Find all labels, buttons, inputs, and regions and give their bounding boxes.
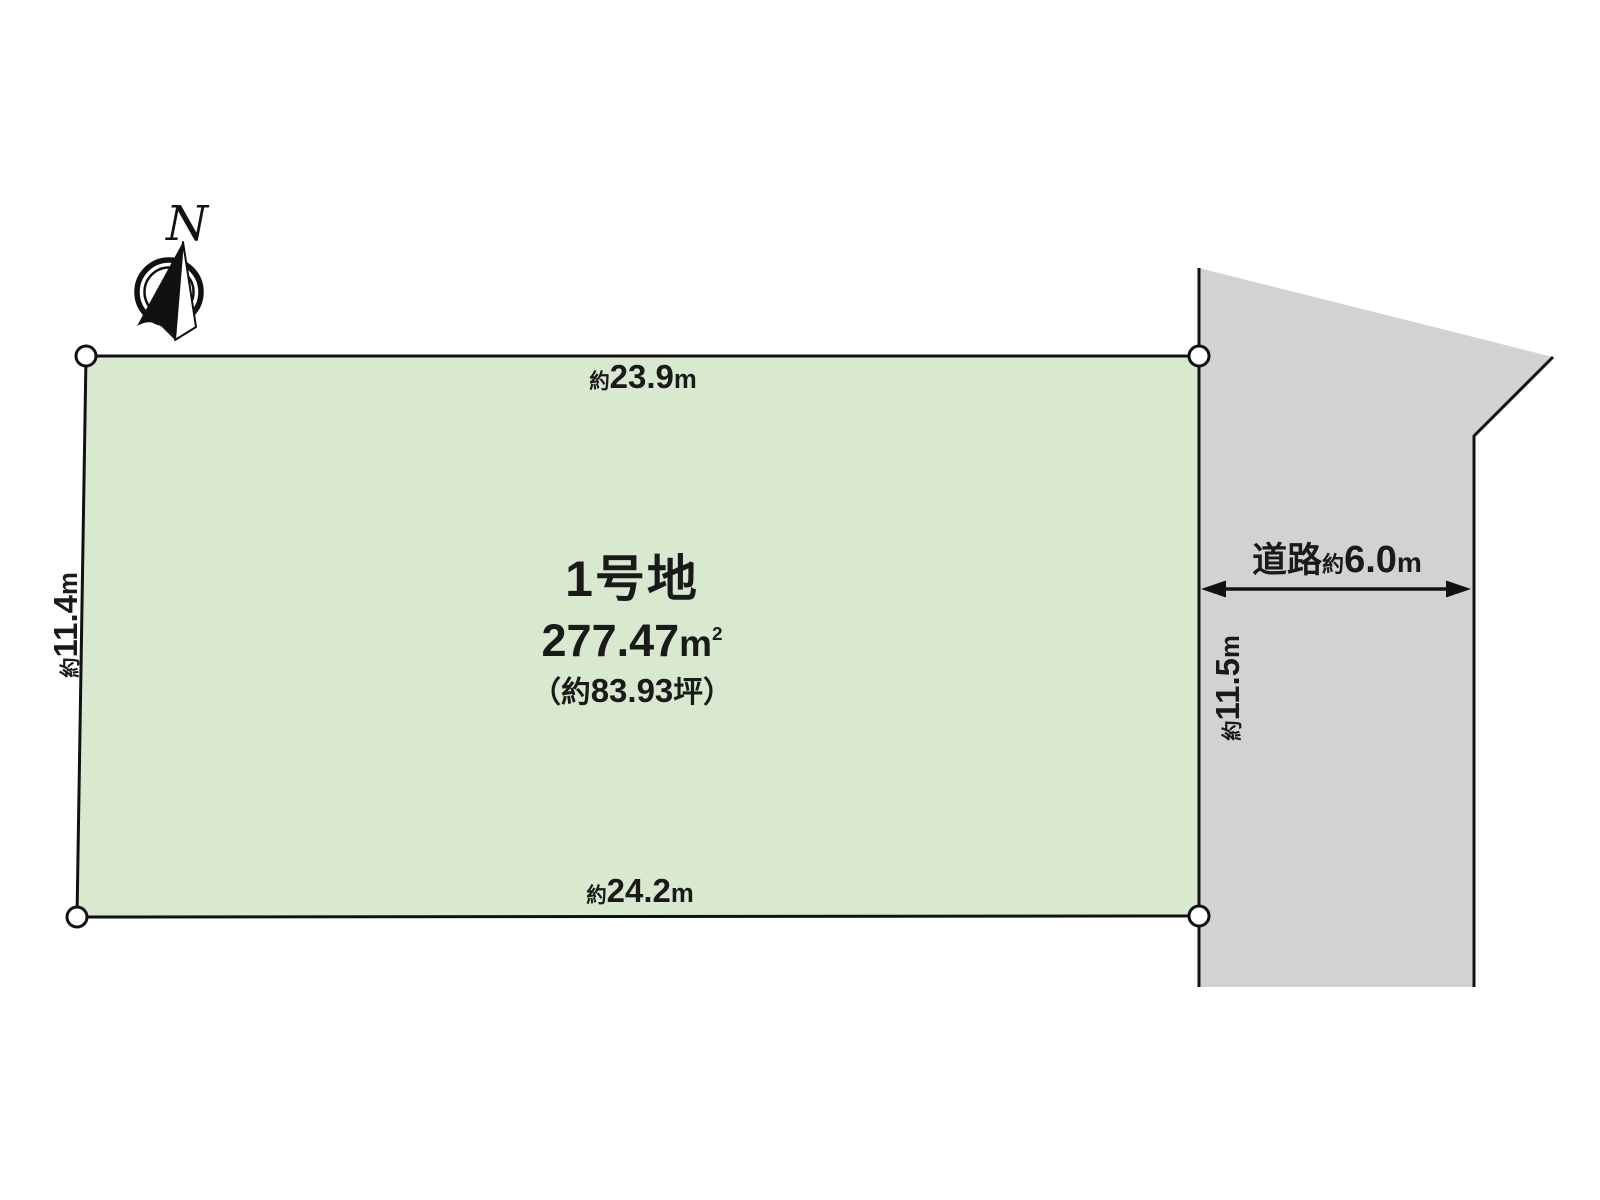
road-width-arrowhead-left [1201,580,1226,598]
dimension-unit: m [1217,635,1246,659]
road-width-arrow [1201,580,1471,598]
compass-needle-dark-half [137,242,183,340]
compass-needle-light-half [174,241,197,341]
dimension-unit: m [670,880,694,908]
corner-marker-bottom-left [65,905,89,929]
plot-info-block: 1号地 277.47m2 （約83.93坪） [531,552,732,708]
corner-marker-top-right [1187,344,1211,368]
dimension-road-depth: 約11.5m [1209,635,1247,741]
corner-marker-bottom-right [1187,904,1211,928]
dimension-value: 23.9 [609,358,674,395]
dimension-prefix: 約 [586,884,607,907]
compass: N [134,196,210,341]
dimension-value: 11.4 [47,595,85,658]
plot-area-value: 277.47 [541,615,680,666]
compass-north-label: N [165,196,210,252]
dimension-left-edge: 約11.4m [47,572,85,678]
dimension-value: 6.0 [1344,539,1397,581]
plot-area-unit-exponent: 2 [711,623,723,645]
road-name: 道路 [1252,541,1323,580]
plot-area-unit: m [679,623,712,664]
corner-marker-top-left [74,344,98,368]
dimension-value: 24.2 [606,872,671,909]
dimension-prefix: 約 [1221,720,1245,741]
dimension-unit: m [673,366,697,394]
tsubo-open: （約 [531,676,591,709]
tsubo-value: 83.93 [590,672,674,709]
dimension-prefix: 約 [1322,552,1345,577]
dimension-bottom-edge: 約24.2m [586,872,694,910]
dimension-prefix: 約 [589,370,610,393]
dimension-top-edge: 約23.9m [589,358,697,396]
dimension-unit: m [1396,547,1422,578]
plot-area: 277.47m2 [531,618,732,663]
road-width-arrowhead-right [1446,580,1471,598]
plot-area-tsubo: （約83.93坪） [531,674,732,708]
road-width-label: 道路約6.0m [1252,539,1422,582]
dimension-unit: m [55,572,84,596]
road-right-border [1472,355,1555,987]
dimension-prefix: 約 [59,657,83,678]
tsubo-close: 坪） [673,676,733,709]
road-area [1199,268,1553,987]
plot-name: 1号地 [565,551,699,607]
dimension-value: 11.5 [1209,658,1247,721]
